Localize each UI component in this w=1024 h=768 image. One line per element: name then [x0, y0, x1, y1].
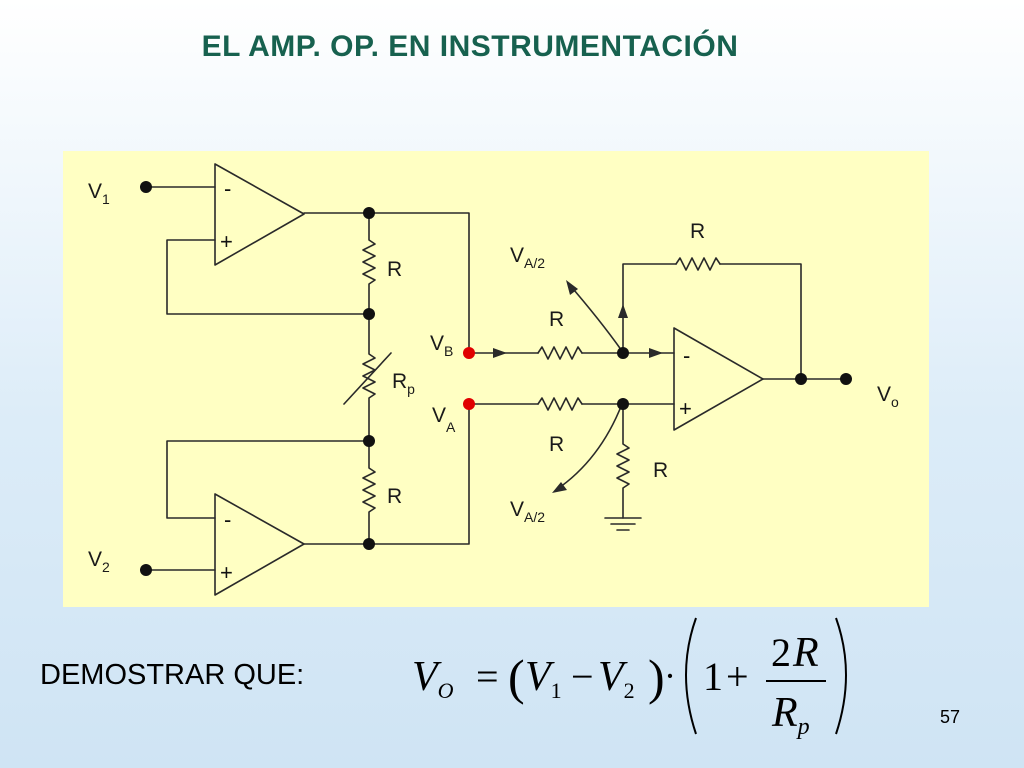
va2-bottom-label: VA/2 [510, 498, 545, 525]
formula-v2: V2 [598, 654, 635, 703]
formula-equals: = [476, 654, 499, 699]
r-in-bottom-label: R [549, 433, 564, 456]
demostrar-label: DEMOSTRAR QUE: [40, 659, 305, 691]
vb-label: VB [430, 332, 453, 359]
rp-label: Rp [392, 370, 415, 397]
vo-label: Vo [877, 383, 899, 410]
formula-open-paren: ( [508, 649, 525, 705]
r-in-top-label: R [549, 308, 564, 331]
v2-label: V2 [88, 548, 110, 575]
va2-top-label: VA/2 [510, 244, 545, 271]
page-number: 57 [940, 707, 961, 727]
opamp1-minus: - [224, 176, 231, 201]
opamp2-minus: - [224, 507, 231, 532]
v1-terminal [140, 181, 152, 193]
formula-num-coef: 2 [771, 630, 791, 675]
formula-one: 1 [703, 654, 723, 699]
opamp-1 [214, 163, 305, 266]
r-top-label: R [387, 258, 402, 281]
gain-formula: VO = ( V1 − V2 ) · 1 + 2 R Rp [412, 617, 847, 740]
opamp-3 [673, 327, 764, 431]
formula-v1: V1 [525, 654, 562, 703]
formula-vo: VO [412, 654, 454, 703]
v2-terminal [140, 564, 152, 576]
v1-label: V1 [88, 180, 110, 207]
va-node [463, 398, 475, 410]
r-feedback-label: R [690, 220, 705, 243]
formula-minus: − [571, 654, 594, 699]
formula-dot: · [664, 656, 676, 696]
opamp3-plus: + [679, 396, 692, 421]
big-open-paren [685, 617, 697, 735]
big-close-paren [835, 617, 847, 735]
opamp1-plus: + [220, 229, 233, 254]
opamp-2 [214, 493, 305, 596]
slide-title: EL AMP. OP. EN INSTRUMENTACIÓN [201, 30, 739, 63]
vo-terminal [840, 373, 852, 385]
formula-den: Rp [771, 690, 810, 740]
formula-plus: + [726, 654, 749, 699]
va-label: VA [432, 404, 456, 435]
r-ground-label: R [653, 459, 668, 482]
formula-close-paren: ) [648, 649, 665, 705]
vb-node [463, 347, 475, 359]
opamp2-plus: + [220, 560, 233, 585]
formula-num-r: R [792, 630, 819, 676]
r-bottom-label: R [387, 485, 402, 508]
opamp3-minus: - [683, 343, 690, 368]
